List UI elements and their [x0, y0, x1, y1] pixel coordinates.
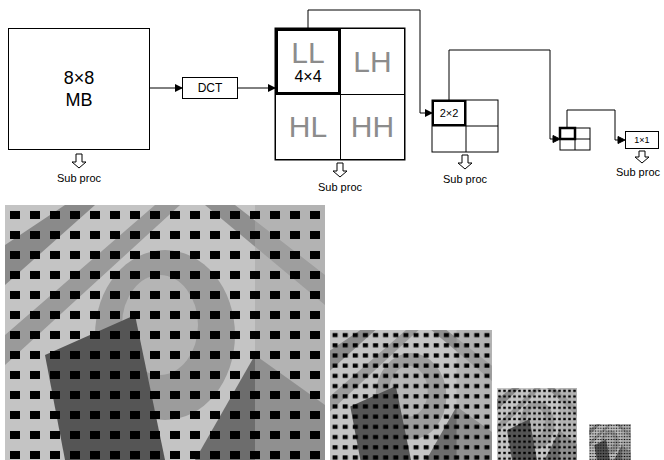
node-text: HH	[351, 112, 394, 142]
image-8x8	[5, 205, 325, 460]
subband-cell: LH	[340, 28, 405, 95]
node-text: 8×8 MB	[57, 67, 101, 112]
image-1x1	[589, 424, 631, 460]
node-text: 2×2	[440, 107, 459, 119]
node-text: LH	[353, 47, 391, 77]
node-text: LL	[291, 38, 324, 68]
wire	[449, 50, 625, 144]
node-text: HL	[289, 112, 327, 142]
image-4x4	[330, 330, 492, 460]
node-text: 4×4	[294, 68, 321, 86]
sub-proc-label: Sub proc	[616, 166, 660, 178]
subband-cell: LL4×4	[275, 28, 341, 95]
process-box: DCT	[182, 77, 238, 99]
subband-square	[275, 28, 405, 160]
node-text: 1×1	[634, 135, 649, 145]
macroblock-box: 8×8 MB	[8, 28, 150, 150]
connector-arrow	[150, 88, 182, 89]
block-cell: 2×2	[432, 100, 466, 126]
node-text: DCT	[198, 81, 223, 95]
sub-proc-label: Sub proc	[443, 173, 487, 185]
image-2x2	[497, 388, 577, 460]
grid-2x2	[432, 100, 498, 152]
grid-small	[560, 128, 590, 150]
block-box: 1×1	[625, 131, 659, 149]
connector-arrow	[238, 88, 275, 89]
subband-cell: HL	[275, 94, 341, 160]
sub-proc-label: Sub proc	[318, 181, 362, 193]
sub-proc-label: Sub proc	[57, 172, 101, 184]
subband-cell: HH	[340, 94, 405, 160]
